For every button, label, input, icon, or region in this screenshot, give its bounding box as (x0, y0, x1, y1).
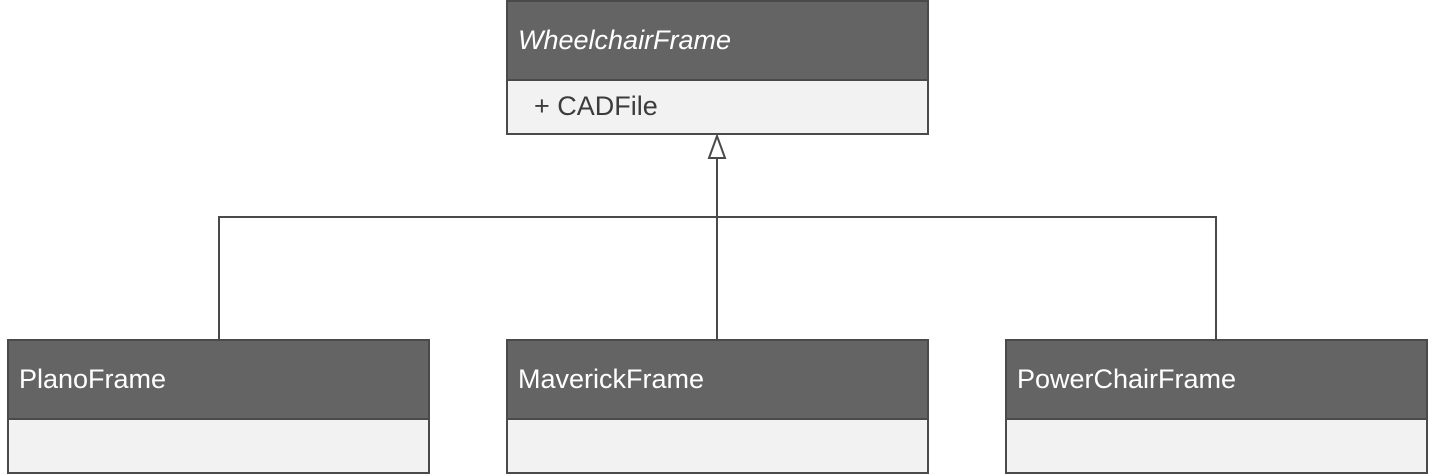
class-maverick-frame[interactable]: MaverickFrame (506, 339, 929, 474)
attribute-cadfile: + CADFile (534, 91, 658, 121)
attribute-compartment (508, 420, 927, 430)
class-wheelchair-frame[interactable]: WheelchairFrame + CADFile (506, 0, 929, 135)
class-power-chair-frame[interactable]: PowerChairFrame (1005, 339, 1428, 474)
generalization-arrowhead-icon (707, 133, 727, 159)
connector-plano (218, 216, 717, 339)
class-name: PlanoFrame (9, 341, 428, 420)
connector-power (717, 216, 1217, 339)
class-name: MaverickFrame (508, 341, 927, 420)
class-name: WheelchairFrame (508, 2, 927, 81)
class-name: PowerChairFrame (1007, 341, 1426, 420)
attribute-compartment (1007, 420, 1426, 430)
attribute-compartment (9, 420, 428, 430)
class-plano-frame[interactable]: PlanoFrame (7, 339, 430, 474)
